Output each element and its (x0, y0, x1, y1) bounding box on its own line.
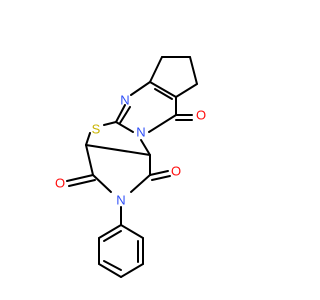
atom-n-imide: N (116, 193, 125, 208)
bond (140, 139, 151, 156)
phenyl-ring (98, 206, 144, 278)
bond (120, 263, 144, 278)
bond (68, 179, 96, 187)
bond (98, 263, 122, 278)
bond (130, 81, 151, 96)
bond (149, 170, 169, 176)
atom-o-imide-right: O (171, 164, 181, 179)
pyrimidinone-ring (115, 81, 193, 133)
molecule-structure: N S N O N O O (55, 56, 206, 278)
bond (175, 83, 198, 98)
bond (151, 175, 171, 181)
bond (85, 144, 151, 156)
atom-o-pyrimidinone: O (196, 108, 206, 123)
atom-n-pyrimidine: N (120, 93, 129, 108)
bond (103, 230, 122, 242)
bond (189, 56, 198, 85)
thiazole-ring (85, 121, 151, 156)
bond (115, 104, 126, 123)
bond (115, 121, 134, 133)
bond (98, 224, 122, 239)
bond (130, 174, 151, 193)
atom-s-thiazole: S (92, 122, 101, 137)
bond (149, 56, 163, 83)
bond (154, 88, 173, 100)
bond (103, 121, 117, 126)
cyclopentane-ring (149, 56, 198, 98)
bond (85, 144, 94, 176)
bond (148, 114, 177, 133)
bond (85, 132, 91, 146)
atom-o-imide-left: O (55, 176, 65, 191)
bond (92, 174, 112, 193)
bond (149, 81, 177, 98)
bond (119, 106, 131, 124)
bond (66, 174, 94, 182)
bond (103, 260, 122, 271)
imide-ring (66, 144, 171, 193)
bond (120, 224, 144, 239)
atom-n-bridge: N (136, 125, 145, 140)
